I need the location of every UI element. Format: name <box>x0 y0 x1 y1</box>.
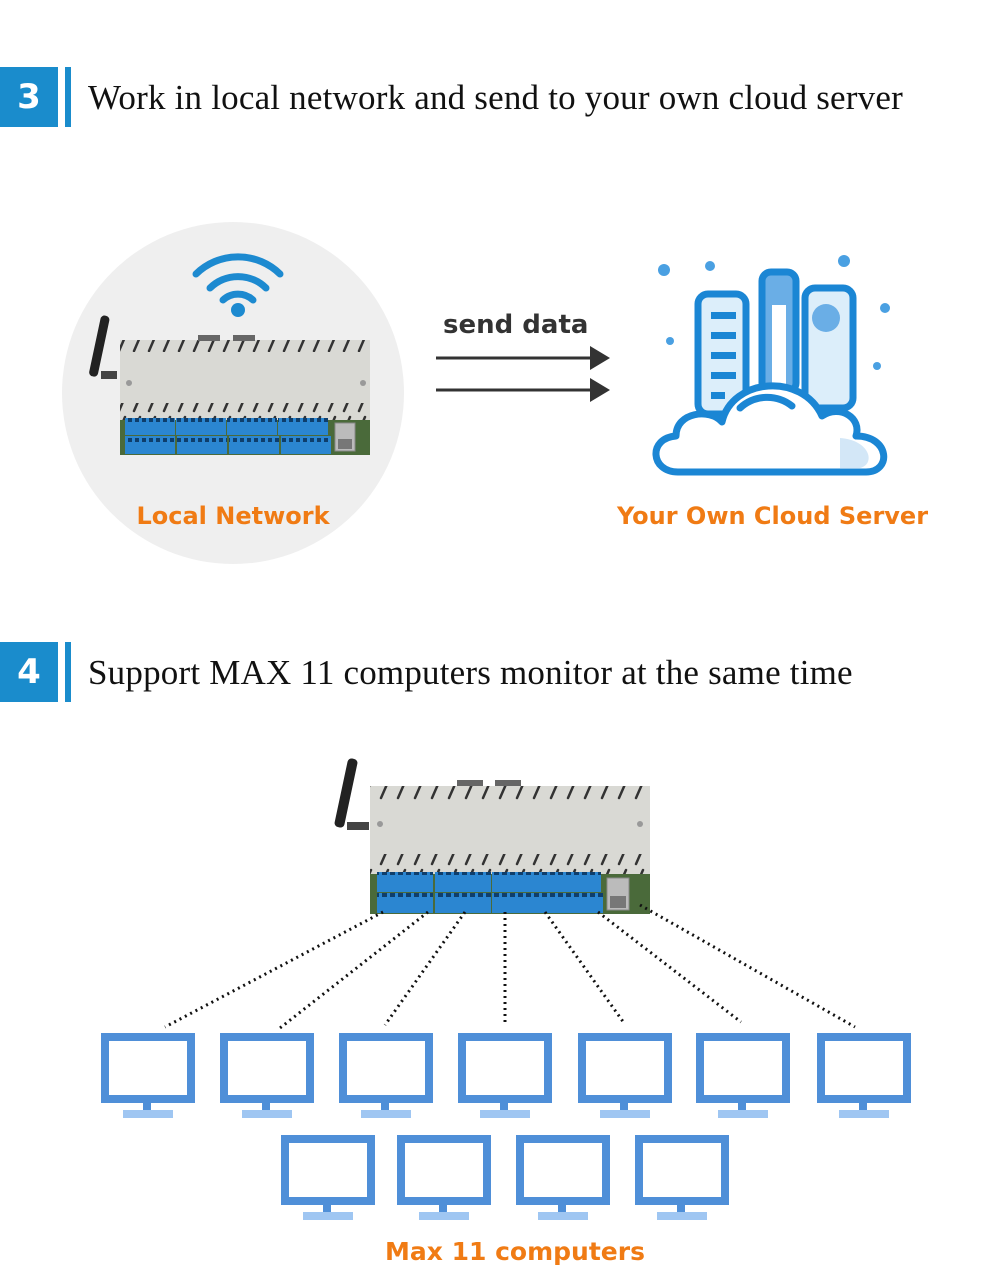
antenna <box>334 758 369 830</box>
max-computers-caption: Max 11 computers <box>385 1237 645 1266</box>
monitor-icon <box>101 1033 195 1118</box>
monitor-icon <box>281 1135 375 1220</box>
monitor-icon <box>220 1033 314 1118</box>
monitor-icon <box>397 1135 491 1220</box>
connection-line <box>279 910 429 1030</box>
section-title: Support MAX 11 computers monitor at the … <box>88 653 853 692</box>
wifi-icon <box>192 253 284 317</box>
monitor-icon <box>516 1135 610 1220</box>
monitor-icon <box>817 1033 911 1118</box>
send-data-label: send data <box>443 310 589 340</box>
section-divider-bar <box>65 67 71 127</box>
section-number-badge: 4 <box>0 642 58 702</box>
right-arrow-icon <box>436 346 610 402</box>
antenna <box>89 315 117 379</box>
relay-controller-device <box>89 315 370 455</box>
connection-line <box>597 910 742 1024</box>
section-number-badge: 3 <box>0 67 58 127</box>
local-network-label: Local Network <box>136 502 330 530</box>
cloud-server-label: Your Own Cloud Server <box>616 502 929 530</box>
monitor-icon <box>578 1033 672 1118</box>
connection-line <box>639 903 856 1029</box>
cloud-server-icon <box>652 255 890 476</box>
monitor-icon <box>458 1033 552 1118</box>
monitor-icon <box>696 1033 790 1118</box>
connection-line <box>164 910 384 1029</box>
monitor-icon <box>339 1033 433 1118</box>
connection-line <box>383 911 467 1026</box>
section-title: Work in local network and send to your o… <box>88 78 903 117</box>
monitor-icon <box>635 1135 729 1220</box>
section-divider-bar <box>65 642 71 702</box>
connection-line <box>543 911 626 1024</box>
relay-controller-device <box>334 758 650 914</box>
